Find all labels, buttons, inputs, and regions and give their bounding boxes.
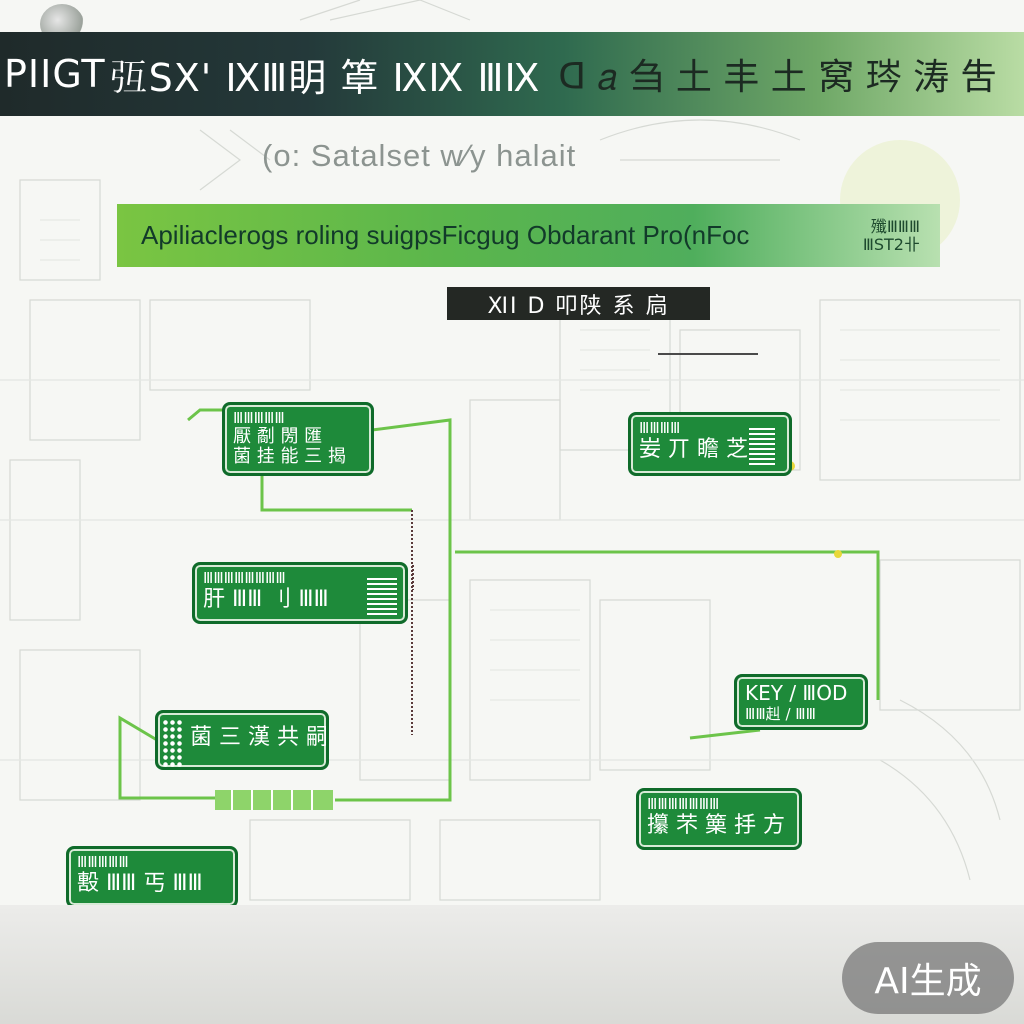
diagram-node-e[interactable]: ⅢⅢⅢⅢⅢ 毄 ⅢⅢ 丐 ⅢⅢ (66, 846, 238, 908)
banner-title-continued: 𢎸SX' ⅨⅢ眀 䈇 ⅨⅨ ⅢⅨ (109, 55, 541, 100)
node-e-header: ⅢⅢⅢⅢⅢ (77, 853, 129, 871)
top-title-banner: PIIGT 𢎸SX' ⅨⅢ眀 䈇 ⅨⅨ ⅢⅨ ᗡ 𝑎 刍 ⼟ 丰 ⼟ 窝 琌 涛… (0, 32, 1024, 116)
band-tag: 殲ⅢⅢⅢ ⅢST2卝 (862, 216, 940, 254)
node-d-stripe-icon (749, 425, 775, 465)
diagram-node-g[interactable]: ⅢⅢⅢⅢⅢⅢⅢ 攥 芣 篥 抙 方 (636, 788, 802, 850)
diagram-node-a[interactable]: ⅢⅢⅢⅢⅢ 厭 劀 閍 匯 菌 挂 能 三 揭 (222, 402, 374, 476)
diagram-node-d[interactable]: ⅢⅢⅢⅢ 妛 丌 瞻 芝 (628, 412, 792, 476)
diagram-node-b[interactable]: ⅢⅢⅢⅢⅢⅢⅢⅢ 肝 ⅢⅢ 刂 ⅢⅢ (192, 562, 408, 624)
node-c-dots-icon (162, 719, 182, 767)
ai-generated-badge: AI生成 (842, 942, 1014, 1014)
banner-subtitle: ᗡ 𝑎 刍 ⼟ 丰 ⼟ 窝 琌 涛 吿 (558, 57, 997, 98)
node-e-line2: 毄 ⅢⅢ 丐 ⅢⅢ (77, 871, 203, 896)
band-tag-line1: 殲ⅢⅢⅢ (870, 216, 920, 236)
diagram-node-c[interactable]: 菌 三 漢 共 嗣 (155, 710, 329, 770)
node-b-header: ⅢⅢⅢⅢⅢⅢⅢⅢ (203, 569, 286, 587)
subheading: (o: Satalset w∕y halait (262, 138, 577, 173)
banner-title: PIIGT (4, 52, 106, 96)
node-a-line3: 菌 挂 能 三 揭 (233, 446, 346, 467)
divider-rule (658, 353, 758, 355)
node-key-header: KEY / ⅢOD (745, 681, 848, 705)
node-a-line2: 厭 劀 閍 匯 (233, 426, 323, 447)
node-b-line2: 肝 ⅢⅢ 刂 ⅢⅢ (203, 587, 329, 612)
node-key-line2: ⅢⅢ赳 / ⅢⅢ (745, 705, 816, 723)
section-label: ⅪI D 叩陕 系 扃 (447, 287, 710, 320)
band-text: Apiliaclerogs roling suigpsFicgug Obdara… (141, 220, 750, 250)
node-c-line2: 菌 三 漢 共 嗣 (190, 725, 328, 750)
green-headline-band: Apiliaclerogs roling suigpsFicgug Obdara… (117, 204, 940, 267)
diagram-node-key[interactable]: KEY / ⅢOD ⅢⅢ赳 / ⅢⅢ (734, 674, 868, 730)
band-tag-line2: ⅢST2卝 (862, 234, 920, 254)
node-b-stripe-icon (367, 575, 397, 615)
node-g-header: ⅢⅢⅢⅢⅢⅢⅢ (647, 795, 720, 813)
node-a-header: ⅢⅢⅢⅢⅢ (233, 409, 285, 427)
node-g-line2: 攥 芣 篥 抙 方 (647, 813, 785, 838)
node-d-header: ⅢⅢⅢⅢ (639, 419, 681, 437)
node-d-line2: 妛 丌 瞻 芝 (639, 437, 748, 462)
